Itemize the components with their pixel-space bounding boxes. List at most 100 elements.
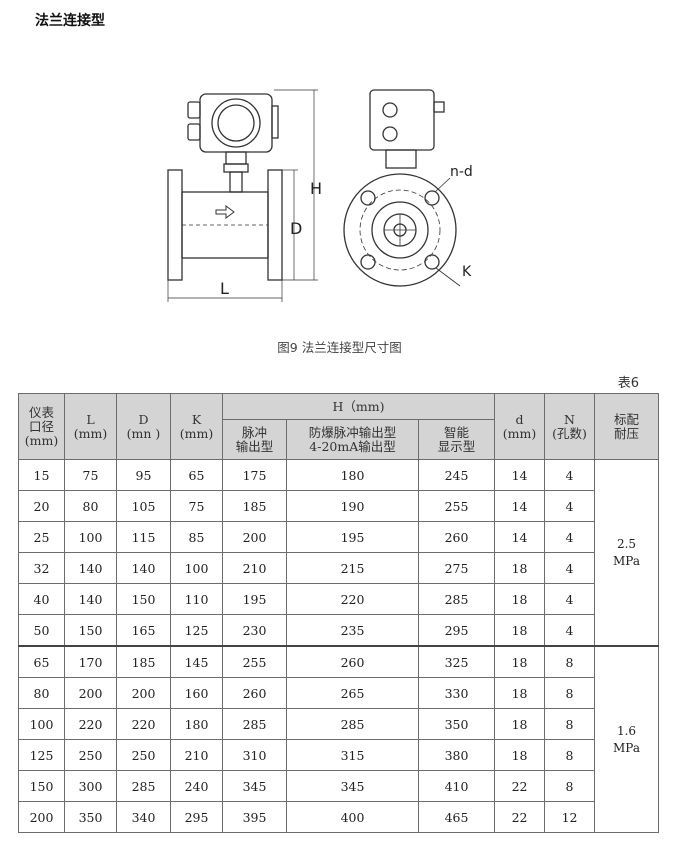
table-cell: 75 <box>64 459 117 491</box>
table-cell: 65 <box>18 645 65 678</box>
table-cell: 125 <box>18 739 65 771</box>
table-cell: 110 <box>170 583 223 615</box>
table-cell: 40 <box>18 583 65 615</box>
table-cell: 8 <box>544 708 596 740</box>
table-cell: 190 <box>286 490 419 522</box>
table-cell: 350 <box>417 708 496 740</box>
header-d: D(mn ) <box>116 393 171 460</box>
table-cell: 195 <box>286 521 419 553</box>
table-cell: 95 <box>116 459 171 491</box>
table-cell: 8 <box>544 677 596 709</box>
table-cell: 4 <box>544 552 596 584</box>
table-cell: 345 <box>222 770 287 802</box>
table-cell: 400 <box>286 801 419 833</box>
table-cell: 260 <box>286 645 419 678</box>
table-cell: 150 <box>18 770 65 802</box>
table-cell: 220 <box>286 583 419 615</box>
table-cell: 18 <box>494 739 546 771</box>
table-cell: 255 <box>417 490 496 522</box>
table-cell: 220 <box>116 708 171 740</box>
table-cell: 340 <box>116 801 171 833</box>
table-cell: 295 <box>170 801 223 833</box>
table-cell: 330 <box>417 677 496 709</box>
header-pressure: 标配耐压 <box>594 393 660 460</box>
table-cell: 410 <box>417 770 496 802</box>
table-cell: 315 <box>286 739 419 771</box>
header-k: K(mm) <box>170 393 223 460</box>
table-cell: 350 <box>64 801 117 833</box>
table-cell: 210 <box>170 739 223 771</box>
table-cell: 185 <box>222 490 287 522</box>
table-cell: 140 <box>64 583 117 615</box>
table-cell: 200 <box>18 801 65 833</box>
table-cell: 185 <box>116 645 171 678</box>
table-cell: 215 <box>286 552 419 584</box>
table-cell: 80 <box>64 490 117 522</box>
table-cell: 250 <box>116 739 171 771</box>
label-d: D <box>290 219 302 238</box>
table-cell: 4 <box>544 583 596 615</box>
table-cell: 50 <box>18 614 65 647</box>
table-cell: 14 <box>494 459 546 491</box>
table-cell: 345 <box>286 770 419 802</box>
header-h-smart: 智能显示型 <box>417 419 496 460</box>
table-cell: 170 <box>64 645 117 678</box>
table-cell: 235 <box>286 614 419 647</box>
table-cell: 200 <box>222 521 287 553</box>
table-cell: 285 <box>417 583 496 615</box>
table-cell: 4 <box>544 521 596 553</box>
table-cell: 4 <box>544 490 596 522</box>
header-h-group: H（mm) <box>221 393 496 420</box>
table-label: 表6 <box>617 376 639 391</box>
table-cell: 465 <box>417 801 496 833</box>
table-cell: 180 <box>286 459 419 491</box>
table-cell: 220 <box>64 708 117 740</box>
table-cell: 325 <box>417 645 496 678</box>
table-cell: 32 <box>18 552 65 584</box>
label-nd: n-d <box>450 164 473 180</box>
table-cell: 18 <box>494 552 546 584</box>
table-cell: 75 <box>170 490 223 522</box>
table-cell: 18 <box>494 645 546 678</box>
table-cell: 165 <box>116 614 171 647</box>
table-cell: 18 <box>494 677 546 709</box>
table-cell: 180 <box>170 708 223 740</box>
header-h-pulse: 脉冲输出型 <box>222 419 287 460</box>
table-cell: 150 <box>116 583 171 615</box>
flow-arrow-icon <box>215 205 235 219</box>
table-cell: 22 <box>494 770 546 802</box>
table-cell: 4 <box>544 459 596 491</box>
table-cell: 14 <box>494 490 546 522</box>
table-cell: 240 <box>170 770 223 802</box>
table-cell: 4 <box>544 614 596 647</box>
label-l: L <box>220 279 229 298</box>
table-cell: 285 <box>286 708 419 740</box>
table-cell: 200 <box>64 677 117 709</box>
table-cell: 115 <box>116 521 171 553</box>
table-cell: 22 <box>494 801 546 833</box>
table-cell: 20 <box>18 490 65 522</box>
table-cell: 85 <box>170 521 223 553</box>
table-cell: 195 <box>222 583 287 615</box>
label-h: H <box>310 179 322 198</box>
table-cell: 105 <box>116 490 171 522</box>
table-cell: 150 <box>64 614 117 647</box>
section-title: 法兰连接型 <box>35 13 105 29</box>
table-cell: 80 <box>18 677 65 709</box>
table-cell: 140 <box>116 552 171 584</box>
table-cell: 8 <box>544 645 596 678</box>
right-flange <box>267 169 283 281</box>
table-cell: 210 <box>222 552 287 584</box>
